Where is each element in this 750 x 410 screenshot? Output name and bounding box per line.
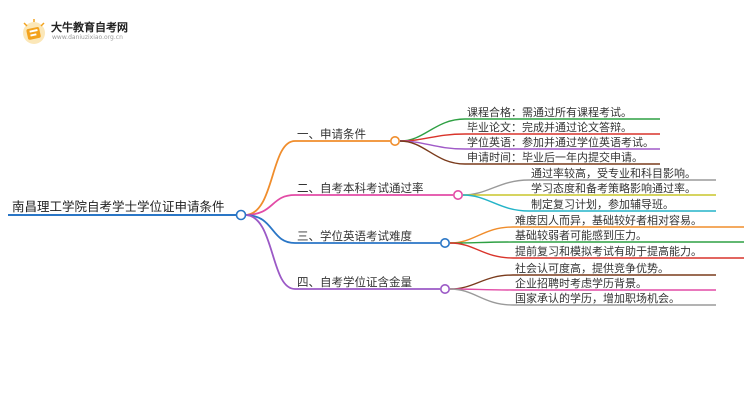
branch-label-3: 三、学位英语考试难度 (297, 229, 412, 243)
leaf-2-2: 学习态度和备考策略影响通过率。 (531, 181, 696, 195)
branch-connector-4 (244, 214, 440, 290)
leaf-1-2: 毕业论文：完成并通过论文答辩。 (467, 120, 632, 134)
leaf-2-1: 通过率较高，受专业和科目影响。 (531, 166, 696, 180)
branch-node-1[interactable] (389, 136, 400, 147)
branch-connector-3 (244, 214, 440, 244)
branch-node-4[interactable] (439, 283, 450, 294)
leaf-connector-1-4 (399, 140, 660, 165)
branch-label-2: 二、自考本科考试通过率 (297, 181, 424, 195)
logo-title: 大牛教育自考网 (51, 21, 128, 34)
site-logo: 大牛教育自考网 www.daniuzixiao.org.cn (18, 17, 128, 49)
branch-connector-2 (244, 194, 453, 216)
branch-label-1: 一、申请条件 (297, 127, 366, 141)
root-label: 南昌理工学院自考学士学位证申请条件 (12, 199, 225, 214)
leaf-2-3: 制定复习计划，参加辅导班。 (531, 197, 674, 211)
leaf-4-1: 社会认可度高，提供竞争优势。 (515, 261, 669, 275)
leaf-connector-4-3 (449, 288, 716, 306)
leaf-connector-3-2 (449, 241, 744, 244)
leaf-1-3: 学位英语：参加并通过学位英语考试。 (467, 135, 654, 149)
leaf-4-2: 企业招聘时考虑学历背景。 (515, 276, 647, 290)
branch-node-2[interactable] (452, 190, 463, 201)
branch-nodes (389, 136, 463, 294)
root-edges (244, 140, 453, 290)
root-node[interactable] (235, 209, 247, 221)
leaf-3-2: 基础较弱者可能感到压力。 (515, 228, 647, 242)
logo-url: www.daniuzixiao.org.cn (52, 34, 123, 41)
branch-node-3[interactable] (439, 238, 450, 249)
leaf-3-1: 难度因人而异，基础较好者相对容易。 (515, 213, 702, 227)
leaf-1-4: 申请时间：毕业后一年内提交申请。 (467, 150, 643, 164)
leaf-3-3: 提前复习和模拟考试有助于提高能力。 (515, 244, 702, 258)
leaf-edges (399, 118, 744, 306)
branch-connector-1 (244, 140, 390, 216)
leaf-4-3: 国家承认的学历，增加职场机会。 (515, 291, 680, 305)
branch-label-4: 四、自考学位证含金量 (297, 275, 412, 289)
leaf-1-1: 课程合格：需通过所有课程考试。 (467, 105, 632, 119)
logo-mark-icon (23, 19, 45, 44)
leaf-connector-3-3 (449, 242, 744, 259)
leaf-connector-2-3 (462, 194, 716, 212)
